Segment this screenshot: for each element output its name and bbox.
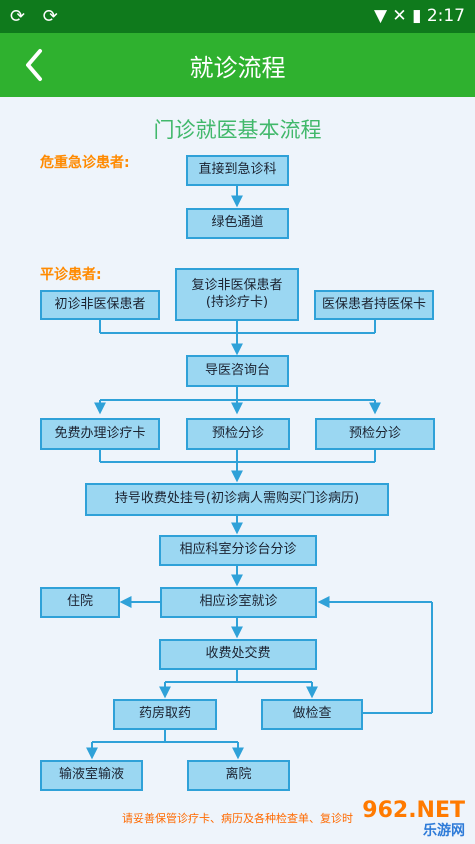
node-pharmacy: 药房取药 [113,699,217,730]
node-exam: 做检查 [261,699,363,730]
node-new-non-insured: 初诊非医保患者 [40,290,160,320]
back-button[interactable] [18,43,54,87]
node-consult: 相应诊室就诊 [160,587,317,618]
node-infusion: 输液室输液 [40,760,143,791]
watermark: 962.NET 乐游网 [345,798,465,839]
watermark-sub: 乐游网 [423,823,465,839]
node-hospitalization: 住院 [40,587,120,618]
node-free-card: 免费办理诊疗卡 [40,418,160,450]
node-leave: 离院 [187,760,290,791]
node-emergency-direct: 直接到急诊科 [186,155,289,186]
watermark-brand: 962.NET [362,798,465,823]
status-left-icons: ⟳ ⟳ [10,6,64,27]
node-triage-1: 预检分诊 [186,418,290,450]
status-bar: ⟳ ⟳ ▼ ✕ ▮ 2:17 [0,0,475,33]
node-return-line2: (持诊疗卡) [205,294,269,310]
node-guide-desk: 导医咨询台 [186,355,289,387]
chevron-left-icon [26,49,42,81]
section-normal: 平诊患者: [40,267,102,283]
node-triage-2: 预检分诊 [315,418,435,450]
section-emergency: 危重急诊患者: [40,155,130,171]
node-return-non-insured: 复诊非医保患者 (持诊疗卡) [175,268,299,321]
node-green-channel: 绿色通道 [186,208,289,239]
node-pay: 收费处交费 [159,639,317,670]
node-return-line1: 复诊非医保患者 [191,278,283,294]
page-title: 就诊流程 [189,54,286,82]
flow-title: 门诊就医基本流程 [153,118,322,142]
app-header: 就诊流程 [0,33,475,97]
status-right: ▼ ✕ ▮ 2:17 [373,6,465,26]
footer-note: 请妥善保管诊疗卡、病历及各种检查单、复诊时 [122,812,353,825]
node-insured-with-card: 医保患者持医保卡 [314,290,434,320]
node-registration: 持号收费处挂号(初诊病人需购买门诊病历) [85,483,389,516]
node-dept-triage: 相应科室分诊台分诊 [159,535,317,566]
